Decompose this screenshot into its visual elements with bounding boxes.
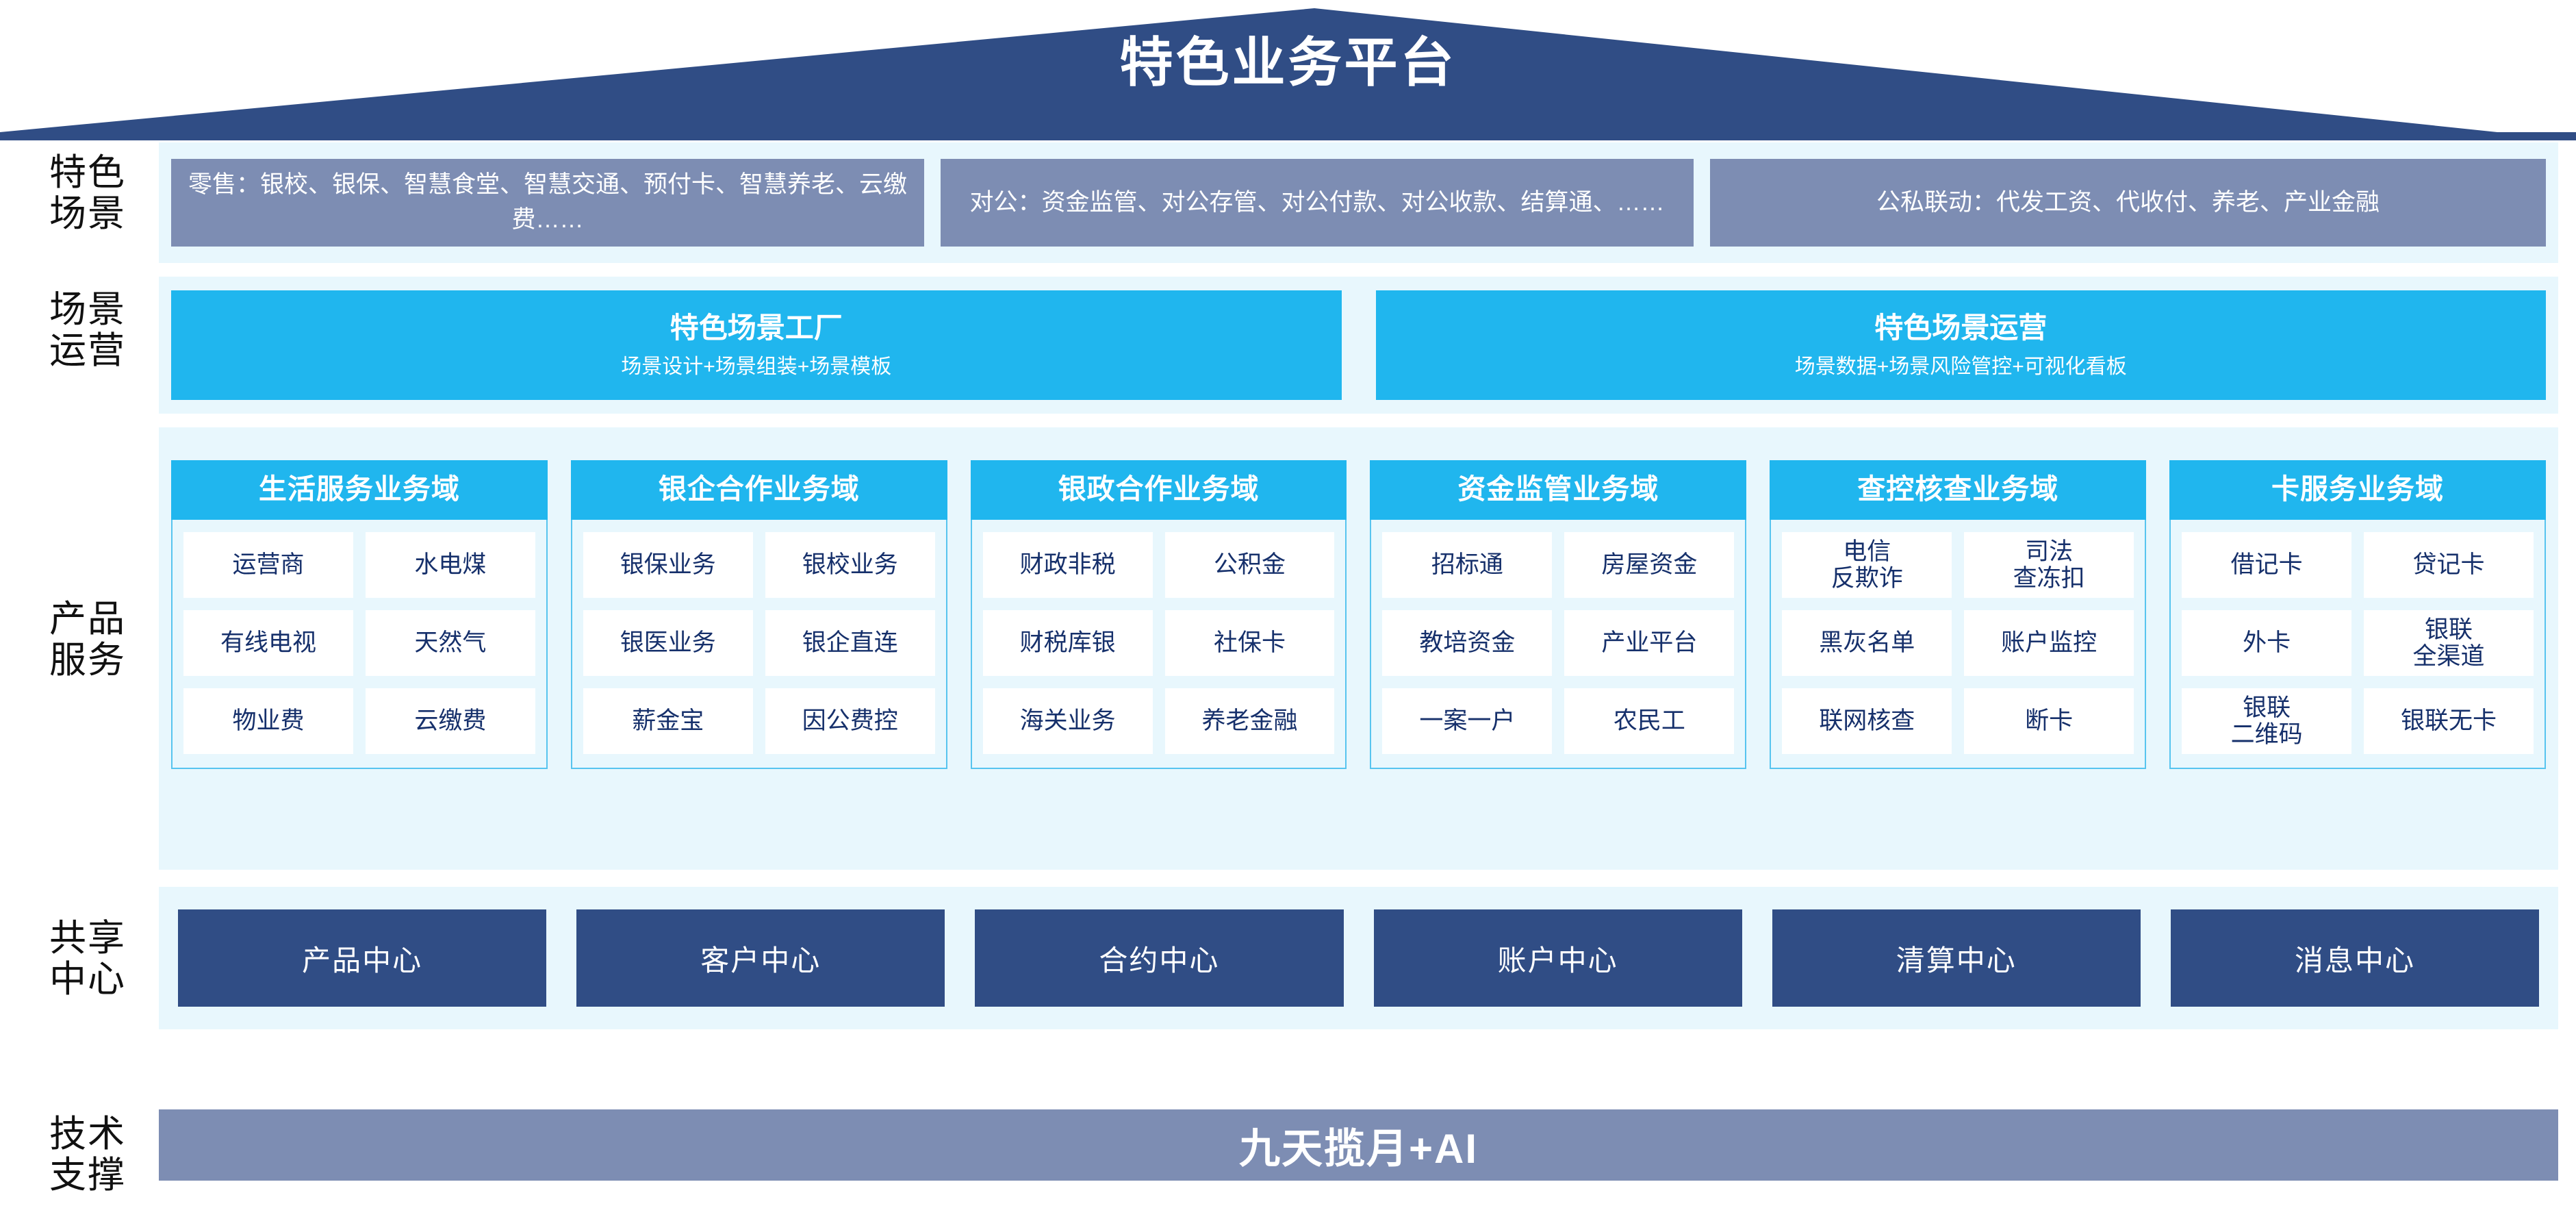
ops-box-scene-operation[interactable]: 特色场景运营 场景数据+场景风险管控+可视化看板 (1375, 290, 2546, 400)
product-cell[interactable]: 公积金 (1164, 532, 1335, 598)
product-cell[interactable]: 财税库银 (982, 610, 1153, 676)
product-cell[interactable]: 外卡 (2182, 610, 2352, 676)
product-cell[interactable]: 司法 查冻扣 (1964, 532, 2134, 598)
product-cell[interactable]: 黑灰名单 (1782, 610, 1952, 676)
product-cell[interactable]: 房屋资金 (1564, 532, 1735, 598)
ops-subtitle: 场景设计+场景组装+场景模板 (621, 355, 892, 378)
products-row: 生活服务业务域 运营商 水电煤 有线电视 天然气 物业费 云缴费 银企合作业务域… (159, 427, 2558, 870)
product-cell[interactable]: 农民工 (1564, 688, 1735, 754)
shared-center-product[interactable]: 产品中心 (178, 909, 547, 1007)
scene-box-corporate[interactable]: 对公：资金监管、对公存管、对公付款、对公收款、结算通、…… (941, 159, 1694, 247)
product-cell[interactable]: 天然气 (365, 610, 535, 676)
ops-subtitle: 场景数据+场景风险管控+可视化看板 (1794, 355, 2127, 378)
product-cell[interactable]: 养老金融 (1164, 688, 1335, 754)
shared-center-account[interactable]: 账户中心 (1373, 909, 1742, 1007)
roof-shape (0, 8, 2576, 140)
product-cell[interactable]: 物业费 (183, 688, 353, 754)
domain-title: 查控核查业务域 (1770, 460, 2147, 520)
row-label-shared-centers: 共享 中心 (49, 918, 126, 1001)
domain-items: 电信 反欺诈 司法 查冻扣 黑灰名单 账户监控 联网核查 断卡 (1770, 520, 2147, 769)
row-label-operations: 场景 运营 (49, 289, 126, 372)
domain-items: 银保业务 银校业务 银医业务 银企直连 薪金宝 因公费控 (570, 520, 947, 769)
ops-title: 特色场景工厂 (669, 312, 843, 344)
product-cell[interactable]: 贷记卡 (2364, 532, 2534, 598)
shared-center-settlement[interactable]: 清算中心 (1772, 909, 2141, 1007)
product-cell[interactable]: 因公费控 (765, 688, 935, 754)
tech-support-bar[interactable]: 九天揽月+AI (159, 1109, 2558, 1181)
product-cell[interactable]: 银联 全渠道 (2364, 610, 2534, 676)
product-cell[interactable]: 联网核查 (1782, 688, 1952, 754)
product-cell[interactable]: 招标通 (1382, 532, 1553, 598)
product-cell[interactable]: 教培资金 (1382, 610, 1553, 676)
domain-title: 资金监管业务域 (1370, 460, 1747, 520)
operations-row: 特色场景工厂 场景设计+场景组装+场景模板 特色场景运营 场景数据+场景风险管控… (159, 277, 2558, 414)
domain-items: 借记卡 贷记卡 外卡 银联 全渠道 银联 二维码 银联无卡 (2169, 520, 2546, 769)
shared-center-contract[interactable]: 合约中心 (975, 909, 1344, 1007)
domain-items: 招标通 房屋资金 教培资金 产业平台 一案一户 农民工 (1370, 520, 1747, 769)
product-cell[interactable]: 断卡 (1964, 688, 2134, 754)
domain-items: 运营商 水电煤 有线电视 天然气 物业费 云缴费 (171, 520, 548, 769)
shared-center-customer[interactable]: 客户中心 (576, 909, 945, 1007)
domain-card-bank-enterprise: 银企合作业务域 银保业务 银校业务 银医业务 银企直连 薪金宝 因公费控 (570, 460, 947, 769)
product-cell[interactable]: 账户监控 (1964, 610, 2134, 676)
row-label-tech-support: 技术 支撑 (49, 1114, 126, 1196)
product-cell[interactable]: 银保业务 (583, 532, 753, 598)
scene-box-public-private[interactable]: 公私联动：代发工资、代收付、养老、产业金融 (1710, 159, 2546, 247)
product-cell[interactable]: 借记卡 (2182, 532, 2352, 598)
shared-center-message[interactable]: 消息中心 (2170, 909, 2540, 1007)
product-cell[interactable]: 一案一户 (1382, 688, 1553, 754)
product-cell[interactable]: 银联 二维码 (2182, 688, 2352, 754)
product-cell[interactable]: 有线电视 (183, 610, 353, 676)
domain-items: 财政非税 公积金 财税库银 社保卡 海关业务 养老金融 (970, 520, 1347, 769)
scene-row: 零售：银校、银保、智慧食堂、智慧交通、预付卡、智慧养老、云缴费…… 对公：资金监… (159, 142, 2558, 263)
domain-card-investigation-control: 查控核查业务域 电信 反欺诈 司法 查冻扣 黑灰名单 账户监控 联网核查 断卡 (1770, 460, 2147, 769)
domain-card-card-service: 卡服务业务域 借记卡 贷记卡 外卡 银联 全渠道 银联 二维码 银联无卡 (2169, 460, 2546, 769)
scene-box-retail[interactable]: 零售：银校、银保、智慧食堂、智慧交通、预付卡、智慧养老、云缴费…… (171, 159, 924, 247)
product-cell[interactable]: 银医业务 (583, 610, 753, 676)
product-cell[interactable]: 社保卡 (1164, 610, 1335, 676)
domain-title: 生活服务业务域 (171, 460, 548, 520)
platform-roof: 特色业务平台 (0, 0, 2576, 140)
domain-card-bank-government: 银政合作业务域 财政非税 公积金 财税库银 社保卡 海关业务 养老金融 (970, 460, 1347, 769)
ops-title: 特色场景运营 (1874, 312, 2048, 344)
product-cell[interactable]: 薪金宝 (583, 688, 753, 754)
product-cell[interactable]: 产业平台 (1564, 610, 1735, 676)
product-cell[interactable]: 银校业务 (765, 532, 935, 598)
product-cell[interactable]: 电信 反欺诈 (1782, 532, 1952, 598)
product-cell[interactable]: 水电煤 (365, 532, 535, 598)
row-label-products: 产品 服务 (49, 599, 126, 681)
product-cell[interactable]: 银企直连 (765, 610, 935, 676)
row-label-scene: 特色 场景 (49, 152, 126, 235)
product-cell[interactable]: 财政非税 (982, 532, 1153, 598)
product-cell[interactable]: 银联无卡 (2364, 688, 2534, 754)
domain-card-life-service: 生活服务业务域 运营商 水电煤 有线电视 天然气 物业费 云缴费 (171, 460, 548, 769)
shared-centers-row: 产品中心 客户中心 合约中心 账户中心 清算中心 消息中心 (159, 887, 2558, 1029)
domain-card-fund-supervision: 资金监管业务域 招标通 房屋资金 教培资金 产业平台 一案一户 农民工 (1370, 460, 1747, 769)
domain-title: 银政合作业务域 (970, 460, 1347, 520)
product-cell[interactable]: 海关业务 (982, 688, 1153, 754)
product-cell[interactable]: 云缴费 (365, 688, 535, 754)
page-title: 特色业务平台 (1119, 32, 1457, 92)
product-cell[interactable]: 运营商 (183, 532, 353, 598)
domain-title: 卡服务业务域 (2169, 460, 2546, 520)
ops-box-scene-factory[interactable]: 特色场景工厂 场景设计+场景组装+场景模板 (171, 290, 1342, 400)
domain-title: 银企合作业务域 (570, 460, 947, 520)
